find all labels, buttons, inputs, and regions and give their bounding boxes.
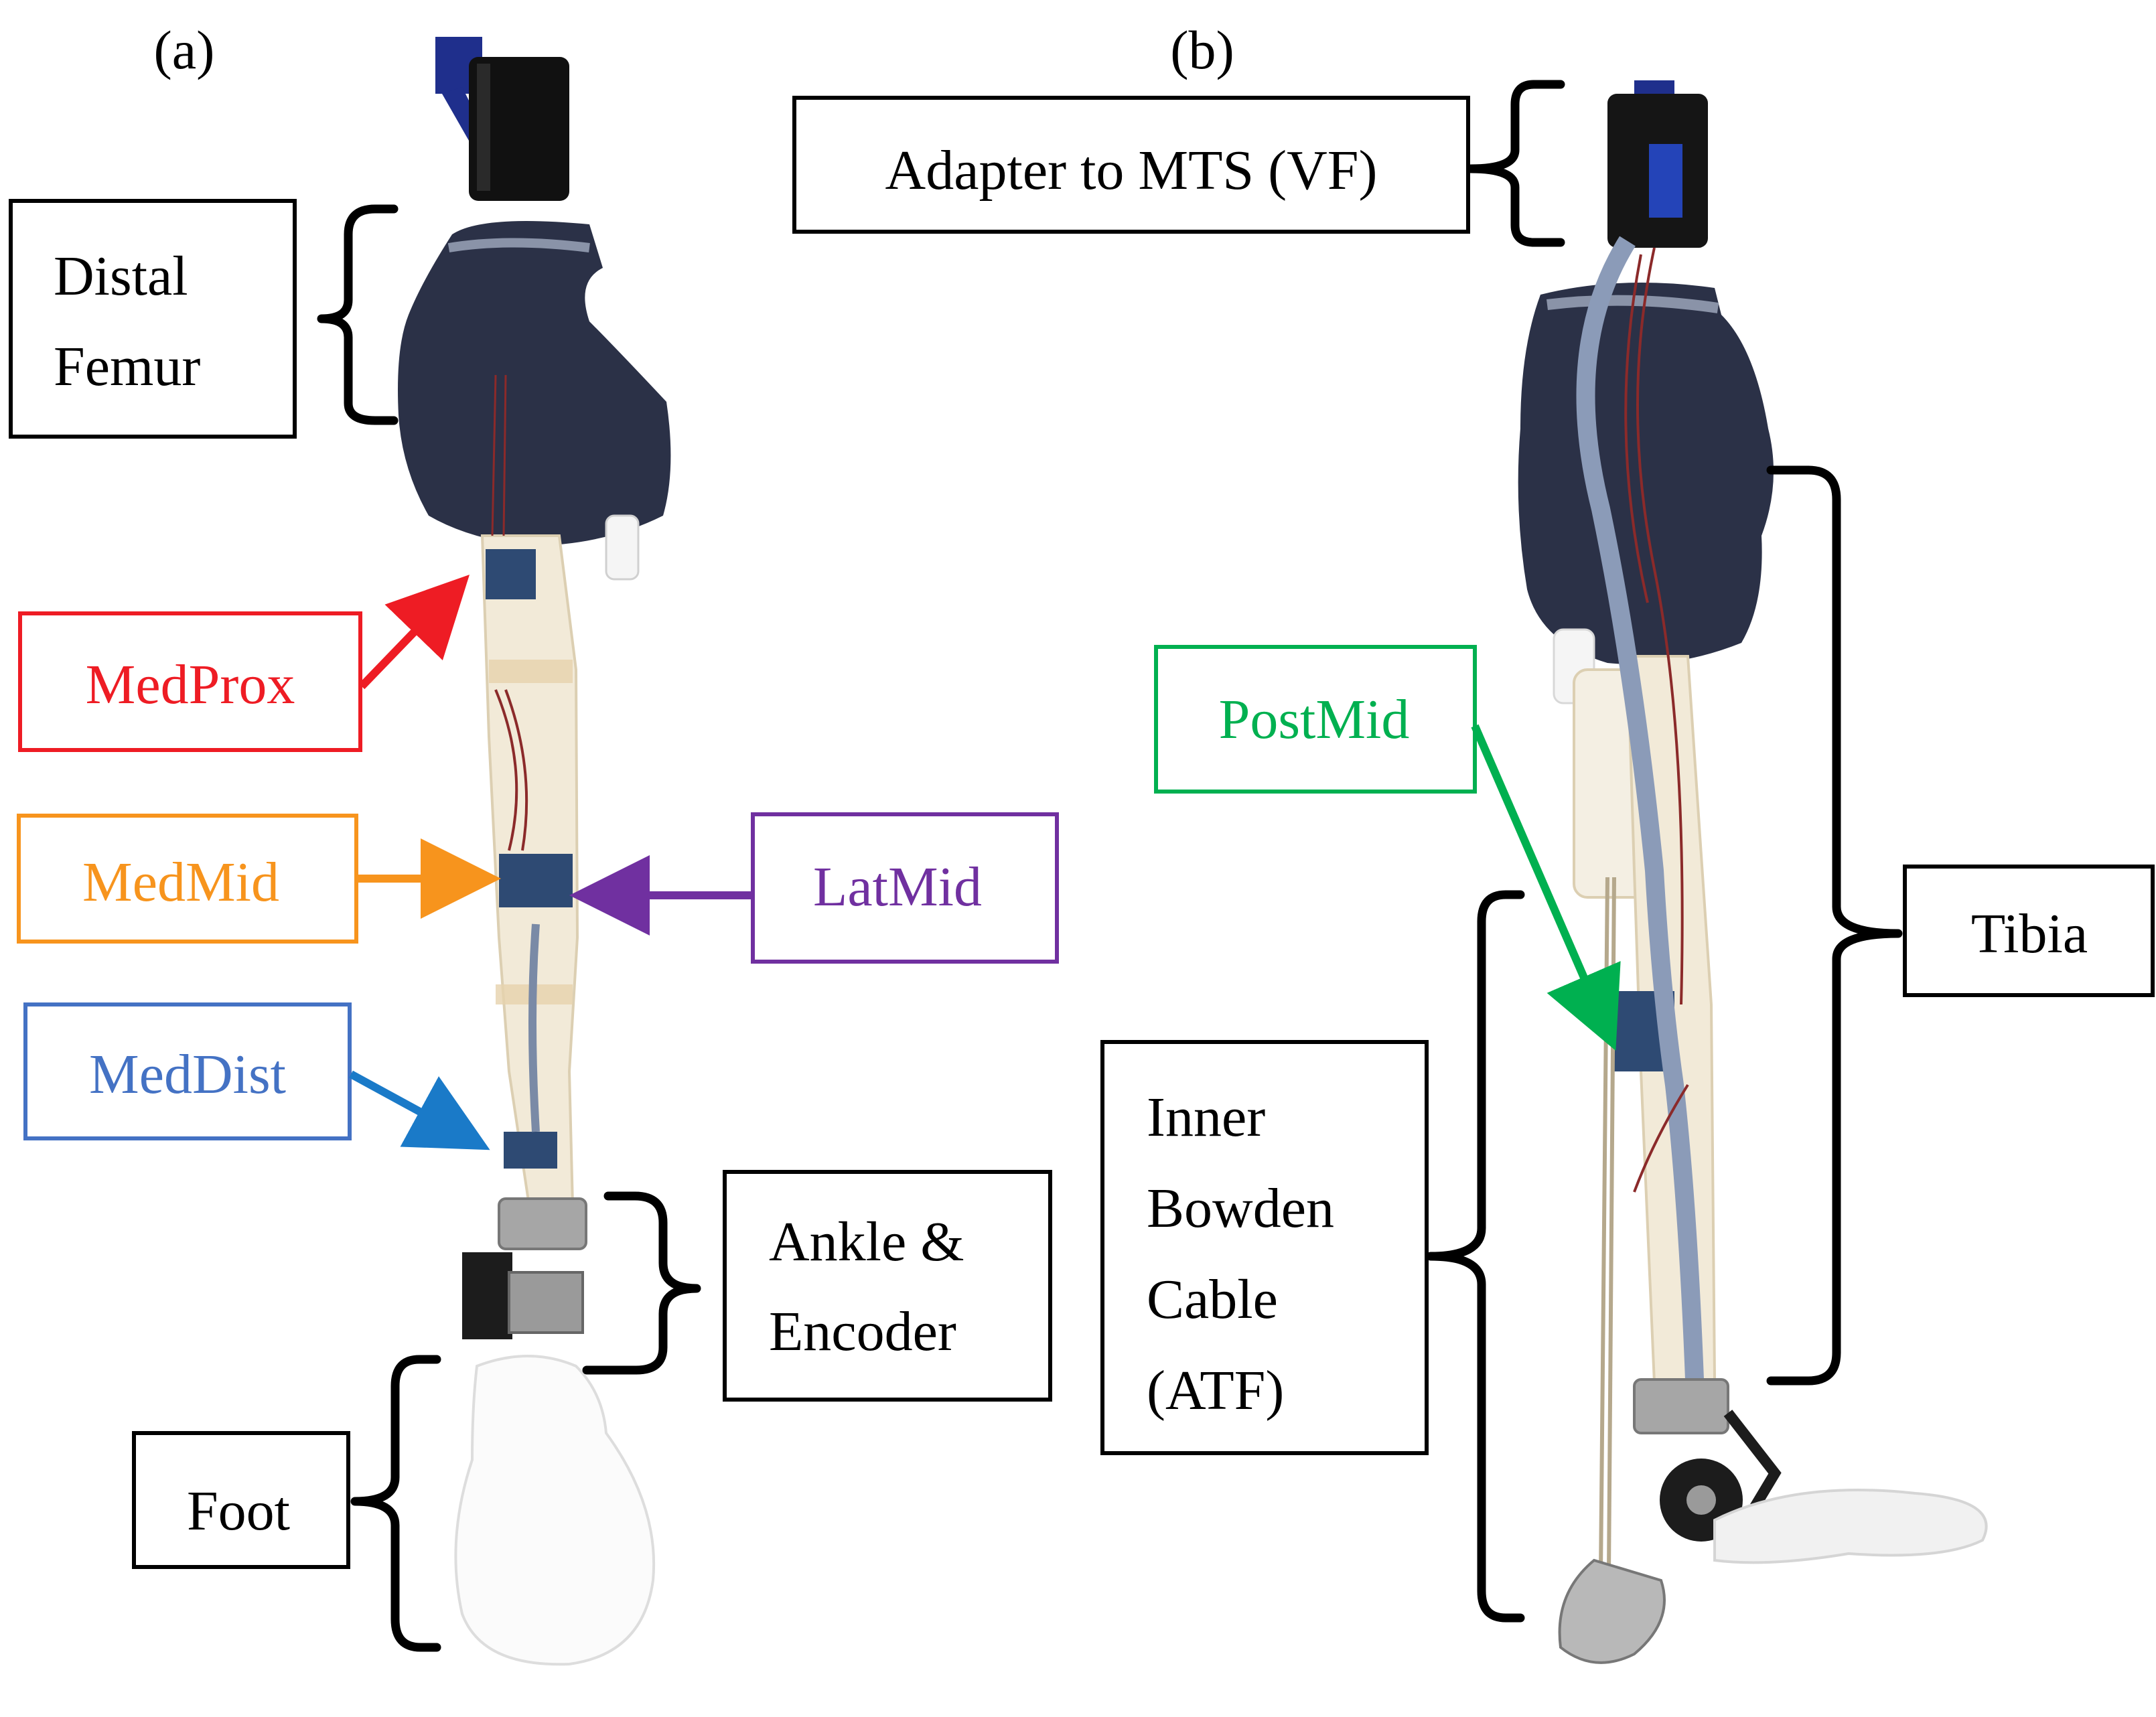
medprox-box xyxy=(18,611,362,752)
postmid-callout: PostMid xyxy=(1154,645,1621,1051)
meddist-arrow xyxy=(349,1070,490,1150)
meddist-label: MedDist xyxy=(89,1043,286,1106)
adapter-callout: Adapter to MTS (VF) xyxy=(792,80,1565,247)
tibia-box xyxy=(1903,865,2155,997)
ankle-encoder-label: Ankle &Encoder xyxy=(769,1211,964,1363)
ankle-ring-a xyxy=(498,1197,587,1250)
bowden-box xyxy=(1100,1040,1429,1455)
foot-brace xyxy=(350,1355,441,1652)
foot-callout: Foot xyxy=(132,1355,441,1652)
latmid-callout: LatMid xyxy=(569,812,1059,964)
foot-box xyxy=(132,1431,350,1569)
bowden-brace xyxy=(1426,890,1525,1623)
encoder-a xyxy=(462,1252,512,1339)
postmid-arrow xyxy=(1471,724,1621,1051)
meddist-callout: MedDist xyxy=(23,1002,490,1150)
medmid-callout: MedMid xyxy=(17,814,501,944)
bowden-cable-outer xyxy=(1576,236,1704,1380)
panel-label-b: (b) xyxy=(1170,19,1234,80)
tibia-label: Tibia xyxy=(1971,903,2088,965)
foot-a xyxy=(454,1355,656,1666)
ankle-encoder-box xyxy=(723,1170,1052,1402)
femur-sleeve-b xyxy=(1518,283,1774,664)
ankle-ring-b xyxy=(1633,1378,1729,1434)
distal-femur-box xyxy=(9,199,297,439)
adapter-box xyxy=(792,96,1470,234)
medmid-label: MedMid xyxy=(82,851,279,913)
specimen-b-photo xyxy=(1518,80,1988,1664)
ankle-encoder-callout: Ankle &Encoder xyxy=(582,1170,1052,1402)
postmid-box xyxy=(1154,645,1477,794)
medprox-callout: MedProx xyxy=(18,575,470,752)
panel-label-a: (a) xyxy=(153,19,214,80)
mts-post xyxy=(469,57,569,201)
tibia-callout: Tibia xyxy=(1766,465,2155,1386)
meddist-box xyxy=(23,1002,352,1140)
latmid-box xyxy=(751,812,1059,964)
adapter-brace xyxy=(1466,80,1565,247)
medmid-box xyxy=(17,814,358,944)
postmid-label: PostMid xyxy=(1219,688,1410,751)
medprox-arrow xyxy=(358,575,470,690)
gauge-medprox xyxy=(486,549,536,599)
latmid-label: LatMid xyxy=(813,856,982,918)
ankle-encoder-brace xyxy=(582,1191,701,1375)
tibia-brace xyxy=(1766,465,1903,1386)
adapter-label: Adapter to MTS (VF) xyxy=(885,139,1378,202)
foot-label: Foot xyxy=(187,1480,290,1542)
medprox-label: MedProx xyxy=(86,654,295,716)
gauge-meddist xyxy=(504,1132,557,1169)
specimen-a-photo xyxy=(398,37,671,1666)
femur-sleeve xyxy=(398,221,671,546)
gauge-medmid xyxy=(499,854,573,907)
foot-b xyxy=(1713,1489,1988,1564)
distal-femur-brace xyxy=(317,204,399,425)
